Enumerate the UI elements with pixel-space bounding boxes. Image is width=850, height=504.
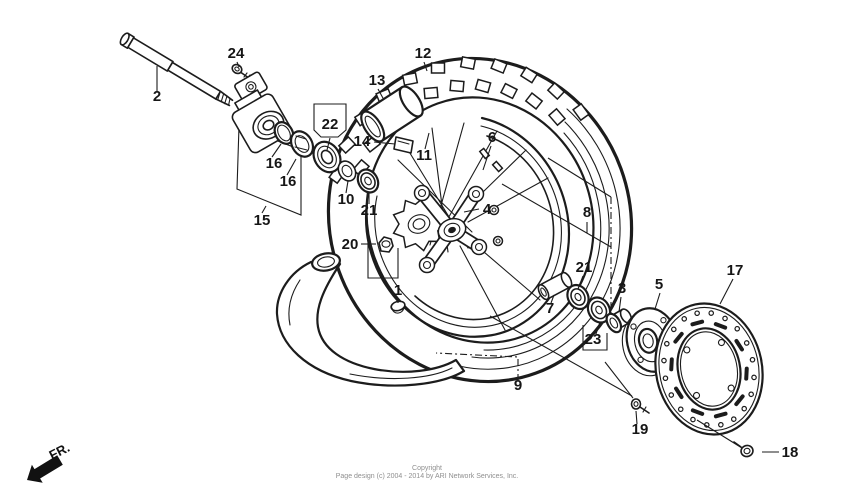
group-box-20 [367,233,399,279]
part-label-12: 12 [415,45,432,62]
leader-line-16 [286,158,297,176]
leader-line-16 [271,143,282,158]
part-label-21: 21 [361,202,378,219]
leader-line-4 [463,208,480,213]
part-tab-washer-14 [393,136,414,154]
footer-copyright-line2: Page design (c) 2004 - 2014 by ARI Netwo… [336,473,519,480]
part-bolt-19 [630,398,650,414]
leader-line-3 [618,296,622,313]
leader-line-5 [654,292,661,310]
part-axle [119,32,234,107]
part-retainer-16b [289,130,315,158]
part-collar-13 [360,85,424,143]
group-box-22 [313,103,347,138]
leader-line-24 [236,61,240,68]
part-label-13: 13 [369,72,386,89]
leader-line-6 [482,145,492,171]
part-label-17: 17 [727,262,744,279]
part-label-15: 15 [254,212,271,229]
part-label-18: 18 [782,444,799,461]
part-label-2: 2 [153,88,161,105]
part-label-8: 8 [583,204,591,221]
part-labels-layer: 1234567891011121314151616171819202121222… [153,45,799,461]
leader-line-7 [550,294,555,304]
leader-line-13 [377,88,385,101]
wheel-hub [413,184,504,274]
part-label-20: 20 [342,236,359,253]
leader-line-21 [577,275,584,290]
part-bearing-21b [566,283,590,311]
leader-line-19 [635,410,638,425]
leader-line-17 [719,278,734,305]
part-washer-10 [337,160,357,182]
part-label-4: 4 [483,201,492,218]
part-label-7: 7 [546,300,554,317]
fr-label: FR. [47,440,72,463]
part-label-16: 16 [280,173,297,190]
group-box-23 [582,325,608,351]
leader-line-18 [696,419,743,449]
part-label-16: 16 [266,155,283,172]
part-dust-seal-22 [312,140,342,174]
wheel-rim [364,116,571,338]
part-label-22: 22 [322,116,339,133]
leader-line-22 [326,137,331,151]
footer-copyright-line1: Copyright [412,465,442,472]
part-label-5: 5 [655,276,663,293]
part-label-14: 14 [354,133,371,150]
leader-line-9 [435,352,519,381]
part-label-11: 11 [416,147,432,164]
part-label-10: 10 [338,191,355,208]
part-rim-grommet-1 [390,300,406,314]
part-collar-3 [605,308,633,334]
part-bearing-23 [586,296,612,324]
part-oring-16a [273,121,295,145]
leader-line-10 [345,180,349,194]
part-axle-nut-20 [378,236,394,253]
front-direction-indicator: FR. [27,440,72,483]
leader-line-14 [373,141,396,145]
part-label-3: 3 [618,280,626,297]
footer: Copyright Page design (c) 2004 - 2014 by… [336,465,519,480]
leader-line-15 [261,205,267,214]
part-bearing-21a [356,168,380,194]
part-brake-disc-17 [654,302,764,436]
part-label-9: 9 [514,377,522,394]
part-label-21: 21 [576,259,593,276]
part-label-23: 23 [585,331,602,348]
leader-line-12 [423,61,428,72]
spoke-nipple [491,160,504,173]
part-label-6: 6 [488,129,496,146]
part-label-24: 24 [228,45,245,62]
leader-line-23 [595,321,601,335]
inner-tube [275,252,466,387]
leader-line-11 [424,132,430,150]
part-label-1: 1 [394,282,402,299]
part-label-19: 19 [632,421,649,438]
fr-arrow-icon [27,455,63,483]
